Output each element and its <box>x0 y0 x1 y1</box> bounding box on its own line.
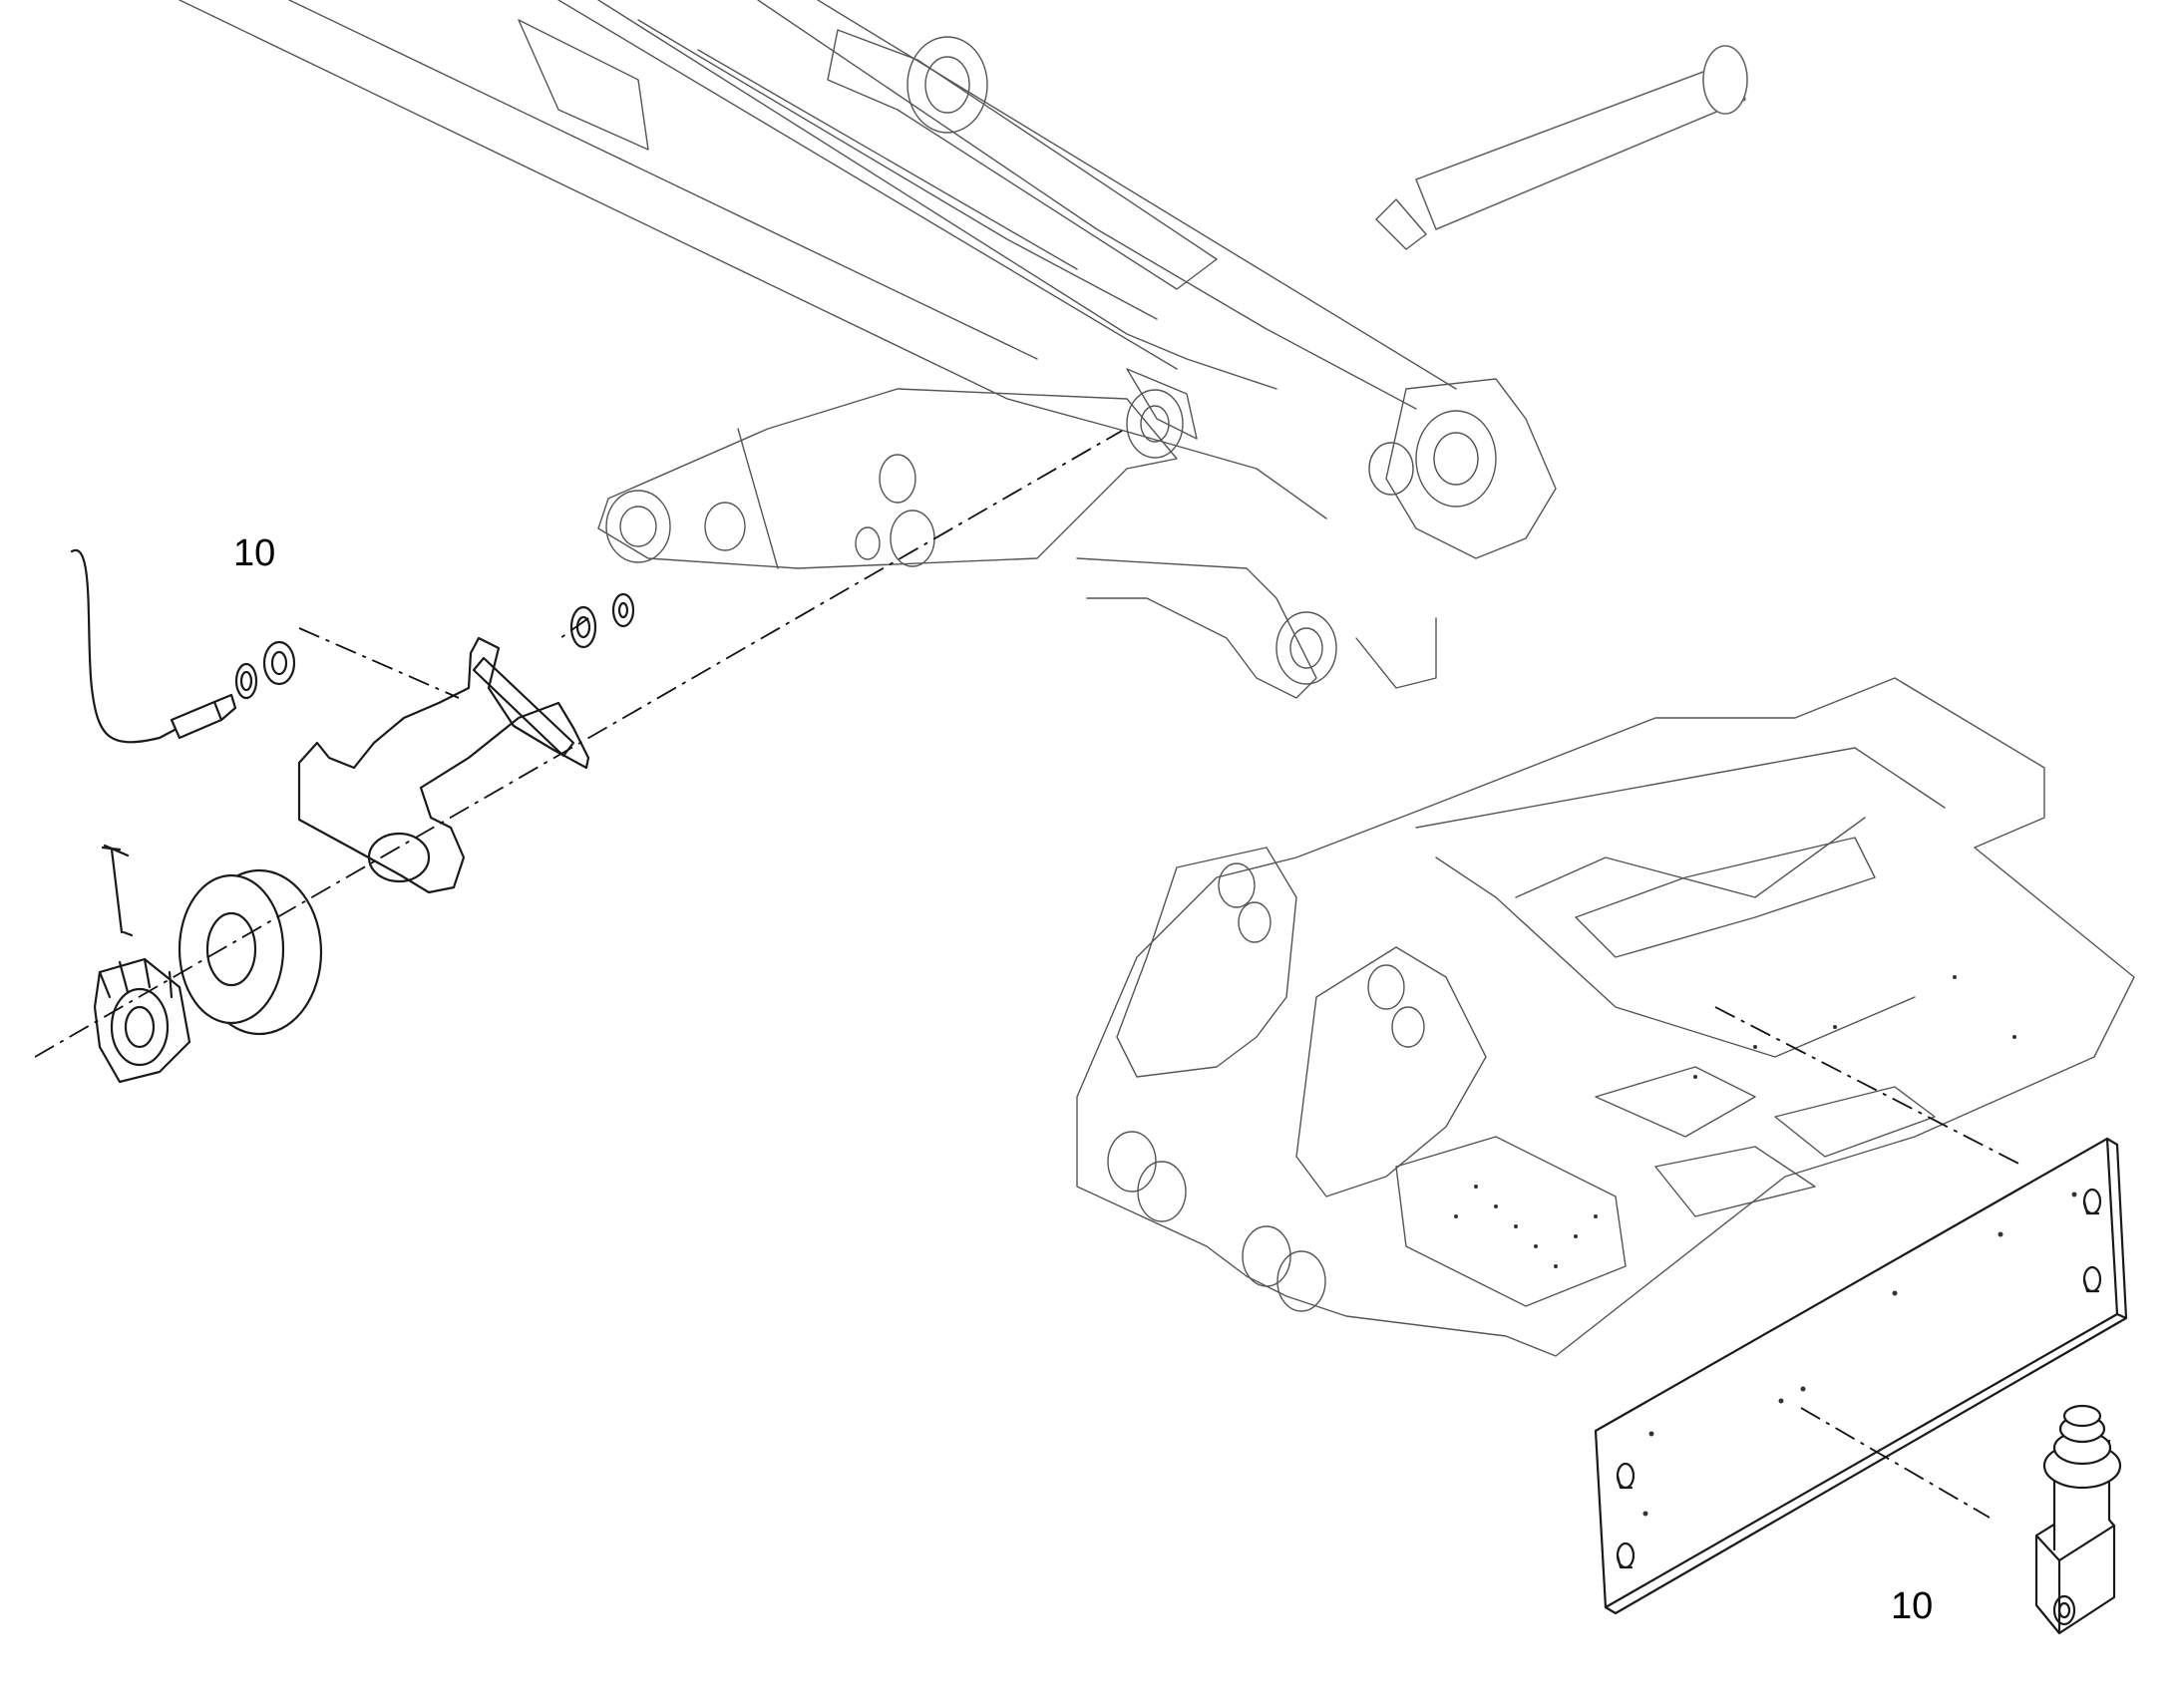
circlip-right <box>611 592 635 628</box>
callout-label: 10 <box>233 532 276 574</box>
assembly-line-2 <box>298 627 460 699</box>
sensor-bracket <box>297 636 590 894</box>
assembly-line-4 <box>1714 1006 2025 1168</box>
thrust-disc <box>178 868 323 1036</box>
excavator-boom <box>179 0 1748 699</box>
assembly-line-1 <box>34 430 1123 1058</box>
assembly-line-3 <box>559 617 589 639</box>
bracket-bore <box>367 832 431 883</box>
keyhole-slot <box>1616 1541 1635 1569</box>
lock-washer-small <box>234 662 258 700</box>
castle-nut <box>93 957 191 1084</box>
keyhole-slot <box>2082 1265 2102 1293</box>
pressure-switch <box>2034 1404 2122 1635</box>
sensor-cable <box>70 548 177 744</box>
keyhole-slot <box>1616 1462 1635 1490</box>
mounting-plate <box>1594 1137 2128 1615</box>
sensor-assembly-left <box>70 548 635 1084</box>
callout-label: 10 <box>1891 1585 1934 1627</box>
keyhole-slot <box>2082 1188 2102 1215</box>
split-pin <box>101 846 134 937</box>
washer-right <box>569 605 597 649</box>
bracket-slot <box>472 656 575 758</box>
proximity-sensor <box>170 700 223 740</box>
assembly-line-5 <box>1800 1407 1991 1519</box>
upper-carriage-frame <box>1076 677 2135 1357</box>
flat-washer-small <box>262 640 296 686</box>
